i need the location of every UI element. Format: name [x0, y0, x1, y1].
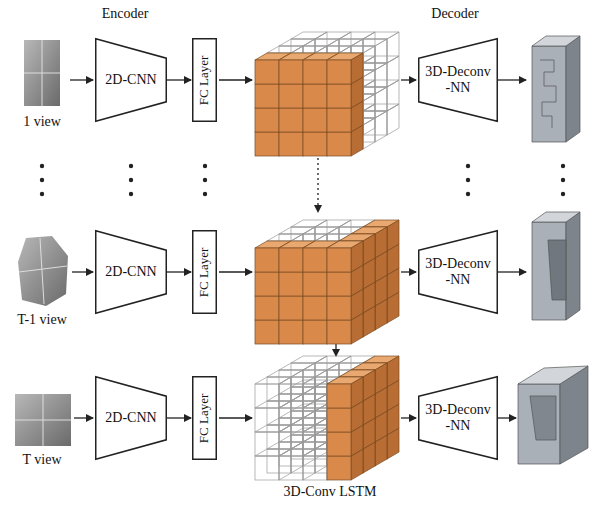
node-text: FC Layer: [197, 393, 212, 442]
section-heading: Encoder: [102, 6, 149, 22]
view-image: [18, 236, 68, 306]
decoder-trapezoid: 3D-Deconv -NN: [418, 38, 498, 122]
fc-layer-box: FC Layer: [192, 230, 217, 314]
voxel-cube: [267, 394, 303, 425]
label: T view: [22, 452, 61, 468]
voxel-cube: [267, 418, 303, 449]
voxel-cube: [255, 425, 291, 456]
voxel-cube: [363, 104, 399, 135]
voxel-cube: [255, 377, 291, 408]
voxel-cube: [315, 380, 351, 411]
voxel-cube: [327, 377, 363, 408]
node-text: 3D-Deconv -NN: [425, 64, 491, 96]
label: 1 view: [23, 114, 61, 130]
voxel-cube: [279, 387, 315, 418]
connector-arrow: [167, 417, 191, 418]
label: T-1 view: [17, 312, 67, 328]
label: 3D-Conv LSTM: [284, 484, 377, 500]
encoder-trapezoid: 2D-CNN: [95, 38, 167, 122]
connector-arrow: [167, 271, 191, 272]
node-text: 3D-Deconv -NN: [425, 256, 491, 288]
encoder-trapezoid: 2D-CNN: [95, 230, 167, 314]
voxel-cube: [291, 404, 327, 435]
node-text: FC Layer: [197, 55, 212, 104]
ellipsis-dots: [40, 164, 565, 196]
voxel-cube: [279, 449, 315, 480]
node-text: 2D-CNN: [105, 264, 156, 280]
voxel-cube: [291, 442, 327, 473]
voxel-output: [532, 36, 580, 142]
voxel-cube: [279, 411, 315, 442]
voxel-cube: [363, 80, 399, 111]
node-text: 3D-Deconv -NN: [425, 402, 491, 434]
fc-layer-box: FC Layer: [192, 376, 217, 460]
encoder-trapezoid: 2D-CNN: [95, 376, 167, 460]
voxel-cube: [327, 241, 363, 272]
view-image: [24, 40, 60, 106]
voxel-cube: [315, 404, 351, 435]
node-text: 2D-CNN: [105, 72, 156, 88]
view-image: [15, 394, 71, 446]
voxel-cube: [291, 418, 327, 449]
voxel-cube: [279, 435, 315, 466]
voxel-cube: [291, 428, 327, 459]
voxel-cube: [315, 428, 351, 459]
voxel-cube: [291, 370, 327, 401]
voxel-cube: [279, 425, 315, 456]
voxel-cube: [291, 356, 327, 387]
voxel-cube: [267, 442, 303, 473]
voxel-cube: [255, 449, 291, 480]
voxel-cube: [291, 394, 327, 425]
node-text: 2D-CNN: [105, 410, 156, 426]
voxel-cube: [363, 32, 399, 63]
fc-layer-box: FC Layer: [192, 38, 217, 122]
voxel-cube: [255, 401, 291, 432]
section-heading: Decoder: [431, 6, 478, 22]
node-text: FC Layer: [197, 247, 212, 296]
voxel-cube: [267, 370, 303, 401]
voxel-output: [532, 212, 580, 320]
connector-arrow: [167, 79, 191, 80]
voxel-cube: [327, 53, 363, 84]
voxel-cube: [291, 380, 327, 411]
voxel-cube: [279, 363, 315, 394]
decoder-trapezoid: 3D-Deconv -NN: [418, 230, 498, 314]
voxel-output: [518, 366, 588, 464]
voxel-cube: [363, 56, 399, 87]
arrow: [70, 80, 526, 418]
decoder-trapezoid: 3D-Deconv -NN: [418, 376, 498, 460]
voxel-cube: [279, 401, 315, 432]
voxel-cube: [279, 377, 315, 408]
